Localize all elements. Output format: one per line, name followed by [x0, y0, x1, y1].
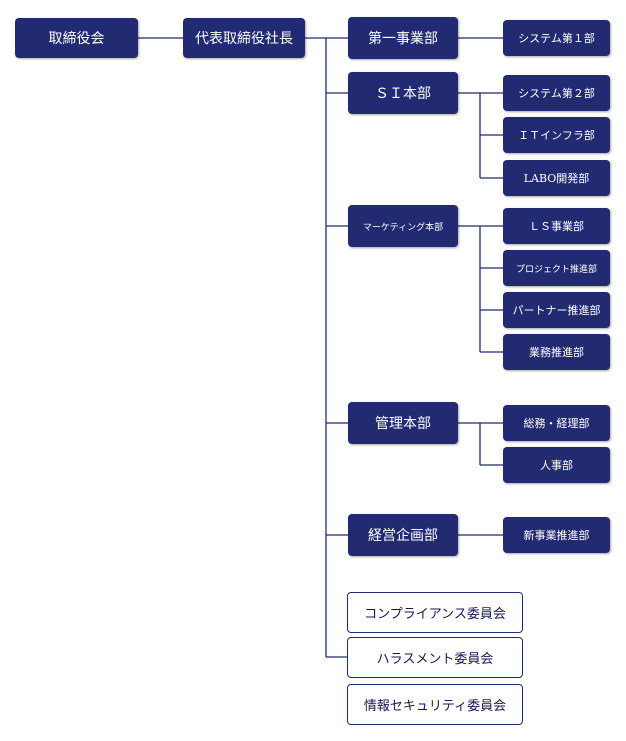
department-box: 新事業推進部 [503, 517, 610, 553]
division-box: ＳＩ本部 [348, 72, 458, 114]
department-box: ＩＴインフラ部 [503, 117, 610, 153]
department-box: システム第１部 [503, 20, 610, 56]
department-box: 総務・経理部 [503, 405, 610, 441]
committee-box: ハラスメント委員会 [347, 637, 523, 678]
department-box: LABO開発部 [503, 160, 610, 196]
department-box: プロジェクト推進部 [503, 250, 610, 286]
division-box: 経営企画部 [348, 514, 458, 556]
department-box: システム第２部 [503, 75, 610, 111]
division-box: 管理本部 [348, 402, 458, 444]
division-box: マーケティング本部 [348, 205, 458, 247]
board-box: 取締役会 [15, 18, 138, 58]
division-box: 第一事業部 [348, 17, 458, 59]
department-box: パートナー推進部 [503, 292, 610, 328]
department-box: 業務推進部 [503, 334, 610, 370]
department-box: ＬＳ事業部 [503, 208, 610, 244]
department-box: 人事部 [503, 447, 610, 483]
committee-box: 情報セキュリティ委員会 [347, 684, 523, 725]
president-box: 代表取締役社長 [183, 18, 305, 58]
committee-box: コンプライアンス委員会 [347, 592, 523, 633]
